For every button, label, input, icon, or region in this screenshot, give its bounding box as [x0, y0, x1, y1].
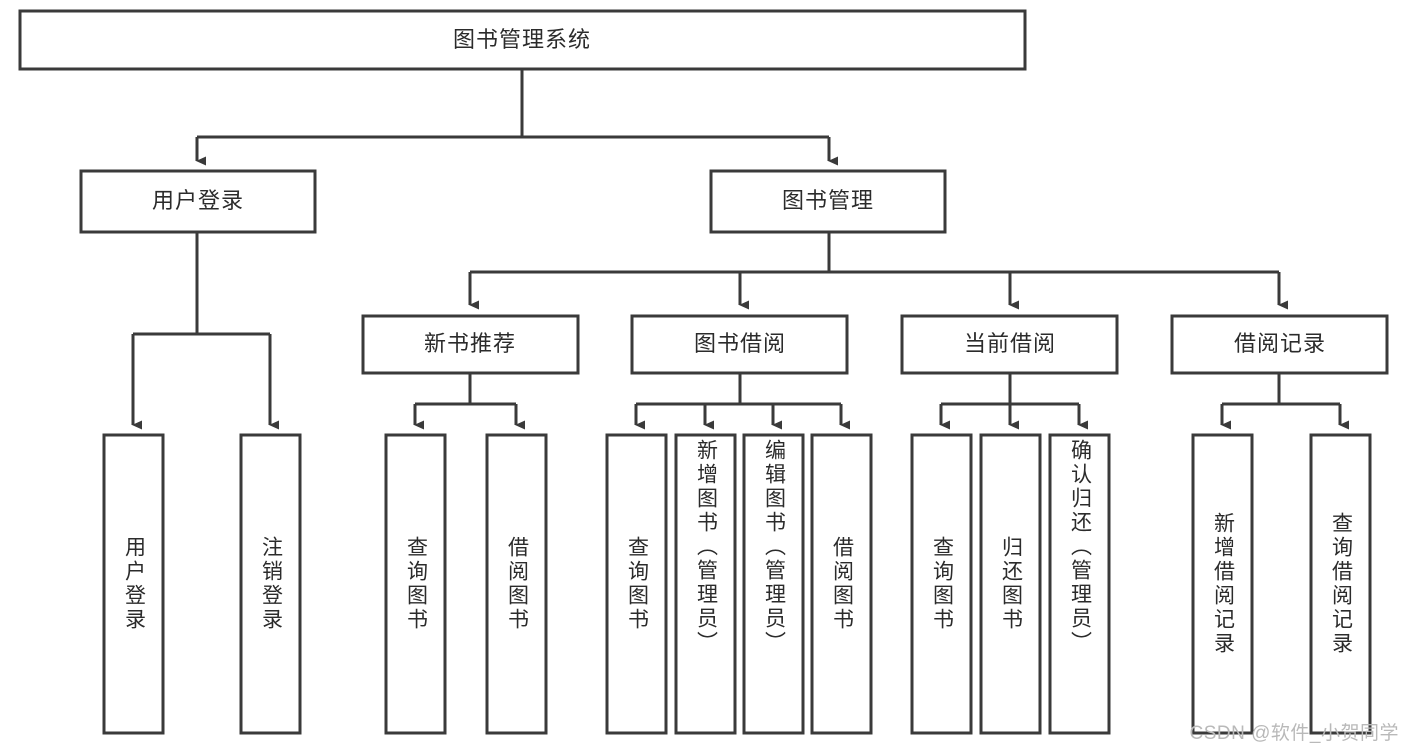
leaf-box-confirm-return[interactable] — [1048, 433, 1111, 735]
leaf-box-logout[interactable] — [239, 433, 302, 735]
node-book-borrow[interactable]: 图书借阅 — [630, 314, 849, 375]
node-user-login[interactable]: 用户登录 — [79, 169, 317, 234]
leaf-box-query-book-1[interactable] — [384, 433, 447, 735]
node-user-login-label: 用户登录 — [152, 188, 244, 213]
leaf-box-user-login[interactable] — [102, 433, 165, 735]
leaf-box-query-book-2[interactable] — [605, 433, 668, 735]
node-root[interactable]: 图书管理系统 — [18, 9, 1027, 71]
connector-root-to-level2 — [195, 69, 838, 166]
leaf-box-borrow-book-2[interactable] — [810, 433, 873, 735]
node-borrow-record[interactable]: 借阅记录 — [1170, 314, 1389, 375]
connector-currentborrow-to-leaves — [939, 373, 1088, 430]
node-new-book-recommend-label: 新书推荐 — [424, 331, 516, 356]
connector-bookmgmt-to-level3 — [468, 232, 1288, 310]
node-root-label: 图书管理系统 — [453, 27, 591, 52]
leaf-box-borrow-book-1[interactable] — [485, 433, 548, 735]
node-current-borrow-label: 当前借阅 — [964, 331, 1056, 356]
leaf-box-edit-book[interactable] — [742, 433, 805, 735]
leaf-box-query-borrow-record[interactable] — [1309, 433, 1372, 735]
node-book-borrow-label: 图书借阅 — [694, 331, 786, 356]
leaf-box-add-book[interactable] — [674, 433, 737, 735]
node-book-management[interactable]: 图书管理 — [709, 169, 947, 234]
node-new-book-recommend[interactable]: 新书推荐 — [361, 314, 580, 375]
connector-bookborrow-to-leaves — [634, 373, 850, 430]
leaf-box-query-book-3[interactable] — [910, 433, 973, 735]
connector-userlogin-to-leaves — [131, 232, 279, 430]
csdn-watermark: CSDN @软件_小贺同学 — [1189, 723, 1399, 744]
leaf-box-return-book[interactable] — [979, 433, 1042, 735]
connector-newbook-to-leaves — [413, 373, 525, 430]
node-book-management-label: 图书管理 — [782, 188, 874, 213]
connector-borrowrecord-to-leaves — [1220, 373, 1349, 430]
node-current-borrow[interactable]: 当前借阅 — [900, 314, 1119, 375]
leaf-box-add-borrow-record[interactable] — [1191, 433, 1254, 735]
node-borrow-record-label: 借阅记录 — [1234, 331, 1326, 356]
